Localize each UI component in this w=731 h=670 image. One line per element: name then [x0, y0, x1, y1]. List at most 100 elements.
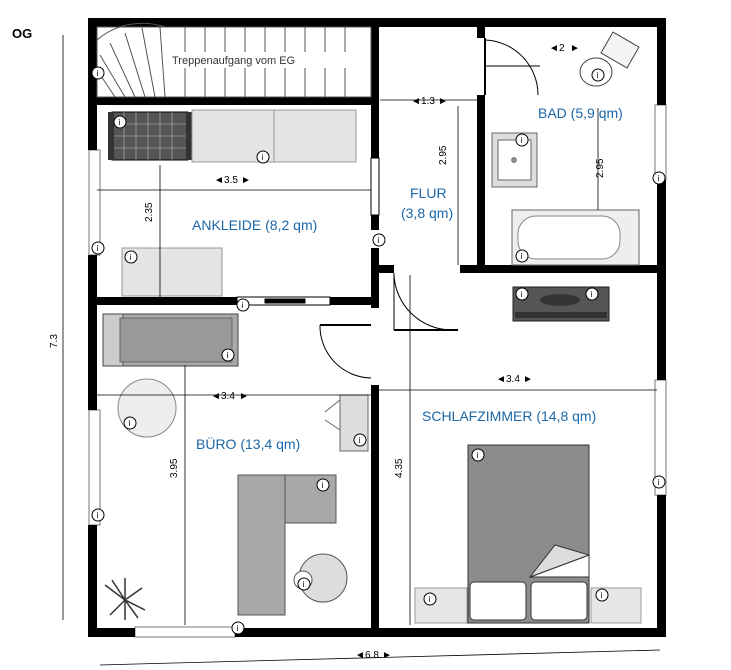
svg-text:i: i: [521, 252, 523, 261]
svg-text:i: i: [591, 290, 593, 299]
sink-icon: [491, 132, 538, 188]
dimension-lines: [62, 35, 661, 666]
door-swing-icon: [319, 324, 372, 379]
svg-text:i: i: [303, 580, 305, 589]
svg-text:i: i: [242, 301, 244, 310]
dimension-label: 3.4: [506, 374, 520, 385]
info-circle-icon[interactable]: i: [353, 433, 367, 447]
arrow-left-icon: ◄: [211, 391, 221, 402]
info-circle-icon[interactable]: i: [372, 233, 386, 247]
svg-text:i: i: [429, 595, 431, 604]
furniture: [102, 31, 642, 624]
arrow-right-icon: ►: [382, 650, 392, 661]
dimension-label: 2.95: [438, 145, 449, 165]
room-label-flur-area: (3,8 qm): [401, 205, 453, 221]
door-swing-icon: [484, 38, 540, 96]
info-circle-icon[interactable]: i: [123, 416, 137, 430]
info-circle-icon[interactable]: i: [297, 577, 311, 591]
wardrobe: [273, 109, 357, 163]
stairs-label: Treppenaufgang vom EG: [172, 55, 295, 67]
dimension-label: 3.5: [224, 175, 238, 186]
bed: [467, 444, 591, 624]
window-icon: [654, 104, 667, 181]
svg-text:i: i: [477, 451, 479, 460]
info-circle-icon[interactable]: i: [515, 133, 529, 147]
info-circle-icon[interactable]: i: [231, 621, 245, 635]
info-circle-icon[interactable]: i: [595, 588, 609, 602]
window-icon: [134, 626, 236, 638]
arrow-left-icon: ◄: [214, 175, 224, 186]
room-label-buero: BÜRO (13,4 qm): [196, 435, 300, 452]
info-circle-icon[interactable]: i: [91, 66, 105, 80]
svg-text:i: i: [658, 174, 660, 183]
info-circle-icon[interactable]: i: [91, 241, 105, 255]
arrow-right-icon: ►: [239, 391, 249, 402]
arrow-left-icon: ◄: [549, 43, 559, 54]
room-label-schlafzimmer: SCHLAFZIMMER (14,8 qm): [422, 408, 596, 424]
cabinet: [121, 247, 223, 297]
info-circle-icon[interactable]: i: [316, 478, 330, 492]
arrow-left-icon: ◄: [496, 374, 506, 385]
room-label-bad: BAD (5,9 qm): [538, 105, 623, 121]
info-circle-icon[interactable]: i: [515, 287, 529, 301]
info-circle-icon[interactable]: i: [113, 115, 127, 129]
svg-text:i: i: [521, 290, 523, 299]
dimension-label: 4.35: [394, 458, 405, 478]
info-circle-icon[interactable]: i: [515, 249, 529, 263]
dimension-label: 3.4: [221, 391, 235, 402]
svg-text:i: i: [227, 351, 229, 360]
dimension-label: 2.35: [144, 202, 155, 222]
door-swing-icon: [393, 273, 458, 331]
dimension-label: 2.95: [595, 158, 606, 178]
toilet-icon: [579, 31, 640, 87]
dimension-label: 2: [559, 43, 565, 54]
nightstand: [414, 587, 468, 624]
dimension-label: 7.3: [49, 334, 60, 348]
svg-text:i: i: [322, 481, 324, 490]
info-markers: i i i i i i i i i i i i i i i i i i i i i i i i: [91, 66, 666, 635]
plant-icon: [104, 578, 146, 620]
door-swing-icon: [370, 157, 380, 216]
bathtub-icon: [511, 209, 640, 266]
arrow-right-icon: ►: [570, 43, 580, 54]
room-label-flur: FLUR: [410, 185, 447, 201]
svg-text:i: i: [97, 69, 99, 78]
info-circle-icon[interactable]: i: [652, 171, 666, 185]
info-circle-icon[interactable]: i: [221, 348, 235, 362]
info-circle-icon[interactable]: i: [91, 508, 105, 522]
dimension-label: 3.95: [169, 458, 180, 478]
svg-text:i: i: [129, 419, 131, 428]
info-circle-icon[interactable]: i: [652, 475, 666, 489]
svg-text:i: i: [601, 591, 603, 600]
info-circle-icon[interactable]: i: [124, 250, 138, 264]
svg-text:i: i: [237, 624, 239, 633]
svg-text:i: i: [97, 244, 99, 253]
arrow-left-icon: ◄: [411, 96, 421, 107]
room-label-ankleide: ANKLEIDE (8,2 qm): [192, 217, 317, 233]
info-circle-icon[interactable]: i: [423, 592, 437, 606]
info-circle-icon[interactable]: i: [591, 68, 605, 82]
svg-text:i: i: [130, 253, 132, 262]
svg-text:i: i: [378, 236, 380, 245]
doors: [236, 38, 540, 379]
dresser: [108, 111, 192, 161]
sofa: [102, 313, 239, 367]
svg-text:i: i: [597, 71, 599, 80]
dimension-label: 6.8: [365, 650, 379, 661]
svg-text:i: i: [658, 478, 660, 487]
svg-text:i: i: [262, 153, 264, 162]
window-icon: [88, 149, 101, 256]
desk: [237, 474, 337, 616]
dimension-label: 1.3: [421, 96, 435, 107]
info-circle-icon[interactable]: i: [236, 298, 250, 312]
arrow-right-icon: ►: [241, 175, 251, 186]
info-circle-icon[interactable]: i: [585, 287, 599, 301]
info-circle-icon[interactable]: i: [471, 448, 485, 462]
arrow-right-icon: ►: [523, 374, 533, 385]
svg-text:i: i: [97, 511, 99, 520]
svg-text:i: i: [521, 136, 523, 145]
window-icon: [88, 409, 101, 526]
arrow-left-icon: ◄: [355, 650, 365, 661]
info-circle-icon[interactable]: i: [256, 150, 270, 164]
